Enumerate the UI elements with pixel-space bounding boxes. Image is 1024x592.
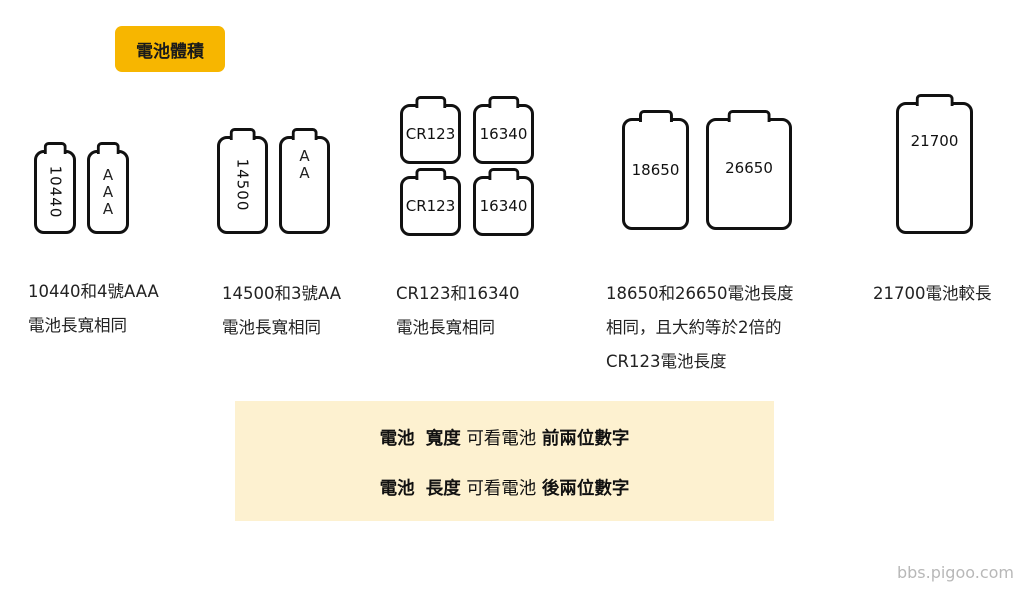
battery-16340-bottom-label: 16340 bbox=[479, 197, 528, 215]
caption-cr123-16340: CR123和16340 電池長寬相同 bbox=[396, 284, 520, 337]
battery-10440: 10440 bbox=[34, 150, 76, 234]
battery-cr123-top-label: CR123 bbox=[405, 125, 456, 143]
battery-16340-top-label: 16340 bbox=[479, 125, 528, 143]
info-line-width: 電池 寬度 可看電池 前兩位數字 bbox=[379, 429, 630, 449]
battery-16340-bottom: 16340 bbox=[473, 176, 534, 236]
battery-14500-label: 14500 bbox=[233, 158, 252, 212]
battery-18650: 18650 bbox=[622, 118, 689, 230]
battery-cr123-bottom-label: CR123 bbox=[405, 197, 456, 215]
info-panel: 電池 寬度 可看電池 前兩位數字 電池 長度 可看電池 後兩位數字 bbox=[235, 401, 774, 521]
battery-10440-label: 10440 bbox=[46, 165, 64, 219]
battery-26650: 26650 bbox=[706, 118, 792, 230]
title-badge: 電池體積 bbox=[115, 26, 225, 72]
battery-16340-top: 16340 bbox=[473, 104, 534, 164]
battery-aaa: A A A bbox=[87, 150, 129, 234]
battery-cr123-top: CR123 bbox=[400, 104, 461, 164]
battery-cr123-bottom: CR123 bbox=[400, 176, 461, 236]
battery-aa: A A bbox=[279, 136, 330, 234]
watermark: bbs.pigoo.com bbox=[896, 563, 1014, 582]
caption-21700: 21700電池較長 bbox=[873, 284, 992, 303]
info-line-length: 電池 長度 可看電池 後兩位數字 bbox=[379, 479, 630, 499]
battery-14500: 14500 bbox=[217, 136, 268, 234]
battery-18650-label: 18650 bbox=[631, 161, 680, 179]
battery-21700: 21700 bbox=[896, 102, 973, 234]
caption-18650-26650: 18650和26650電池長度 相同，且大約等於2倍的 CR123電池長度 bbox=[606, 284, 794, 371]
battery-21700-label: 21700 bbox=[910, 132, 959, 150]
battery-aaa-label: A A A bbox=[102, 165, 114, 218]
caption-10440-aaa: 10440和4號AAA 電池長寬相同 bbox=[28, 282, 159, 335]
title-badge-text: 電池體積 bbox=[136, 41, 204, 62]
caption-14500-aa: 14500和3號AA 電池長寬相同 bbox=[222, 284, 342, 337]
battery-26650-label: 26650 bbox=[725, 159, 773, 177]
battery-aa-label: A A bbox=[299, 147, 310, 182]
